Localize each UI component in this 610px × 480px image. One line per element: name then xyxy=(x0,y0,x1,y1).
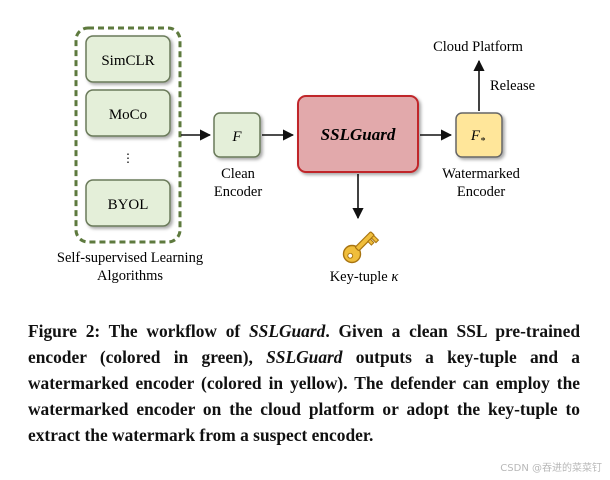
clean-encoder-label-line2: Encoder xyxy=(214,184,262,200)
key-icon xyxy=(342,231,380,264)
key-tuple-label: Key-tuple κ xyxy=(330,269,400,285)
algorithm-byol-label: BYOL xyxy=(108,197,149,213)
clean-encoder-box: F xyxy=(213,112,261,158)
cloud-platform-label: Cloud Platform xyxy=(433,39,524,55)
sslguard-box: SSLGuard xyxy=(297,95,419,173)
algorithm-moco-label: MoCo xyxy=(109,107,147,123)
clean-encoder-label-line1: Clean xyxy=(221,166,256,182)
algorithm-simclr-label: SimCLR xyxy=(101,53,154,69)
algorithm-simclr: SimCLR xyxy=(85,35,171,83)
algorithm-moco: MoCo xyxy=(85,89,171,137)
csdn-watermark: CSDN @吞进的菜菜钉 xyxy=(500,463,602,474)
group-label-line2: Algorithms xyxy=(97,268,163,284)
figure-caption: Figure 2: The workflow of SSLGuard. Give… xyxy=(28,321,580,445)
algorithm-byol: BYOL xyxy=(85,179,171,227)
workflow-diagram: SimCLR MoCo ⋮ BYOL Self-supervised Learn… xyxy=(57,26,535,285)
algorithm-ellipsis: ⋮ xyxy=(122,151,134,165)
clean-encoder-symbol: F xyxy=(231,129,242,145)
watermarked-label-line2: Encoder xyxy=(457,184,505,200)
watermarked-encoder-symbol: F* xyxy=(470,128,485,147)
sslguard-label: SSLGuard xyxy=(321,125,396,144)
watermarked-encoder-box: F* xyxy=(455,112,503,158)
watermarked-label-line1: Watermarked xyxy=(442,166,520,182)
algorithm-group-container xyxy=(74,26,182,244)
release-label: Release xyxy=(490,78,535,94)
group-label-line1: Self-supervised Learning xyxy=(57,250,203,266)
